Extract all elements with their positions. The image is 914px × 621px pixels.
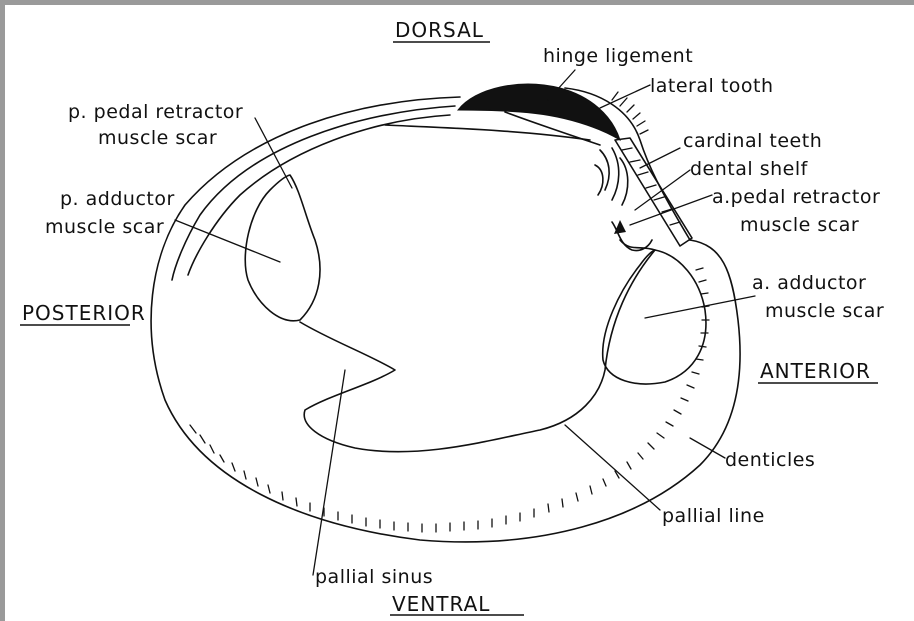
lateral-tooth-ridges [612,92,648,134]
leader-lateral-tooth [600,85,650,108]
shell-outline [151,97,740,542]
label-denticles: denticles [725,449,815,471]
leader-denticles [690,438,725,458]
leader-pallial-line [565,425,660,510]
label-pallial-sinus: pallial sinus [315,566,433,588]
hinge-ligament [458,84,620,140]
denticles [190,268,709,532]
leader-dental-shelf [635,170,690,210]
leader-a-pedal-retractor [630,195,712,225]
label-lateral-tooth: lateral tooth [650,75,774,97]
label-a-adductor-1: a. adductor [752,272,866,294]
leader-p-adductor [175,220,280,262]
leader-a-adductor [645,296,755,318]
label-pallial-line: pallial line [662,505,765,527]
label-a-pedal-retractor-1: a.pedal retractor [712,186,880,208]
label-p-pedal-retractor-2: muscle scar [98,127,217,149]
leader-pallial-sinus [313,370,345,575]
interior-line [385,125,590,140]
label-ventral: VENTRAL [392,592,490,616]
label-anterior: ANTERIOR [760,359,871,383]
label-p-adductor-2: muscle scar [45,216,164,238]
label-p-pedal-retractor-1: p. pedal retractor [68,101,243,123]
label-dorsal: DORSAL [395,18,484,42]
pallial-line [300,240,655,452]
posterior-adductor-scar [245,175,320,321]
dental-shelf-hatching [622,148,680,225]
label-dental-shelf: dental shelf [690,158,809,180]
label-posterior: POSTERIOR [22,301,146,325]
anterior-adductor-scar [603,250,706,384]
label-a-adductor-2: muscle scar [765,300,884,322]
cardinal-teeth [595,148,628,205]
label-a-pedal-retractor-2: muscle scar [740,214,859,236]
label-cardinal-teeth: cardinal teeth [683,130,822,152]
shell-rim-line-inner [188,115,450,275]
label-hinge-ligament: hinge ligement [543,45,693,67]
label-p-adductor-1: p. adductor [60,188,175,210]
